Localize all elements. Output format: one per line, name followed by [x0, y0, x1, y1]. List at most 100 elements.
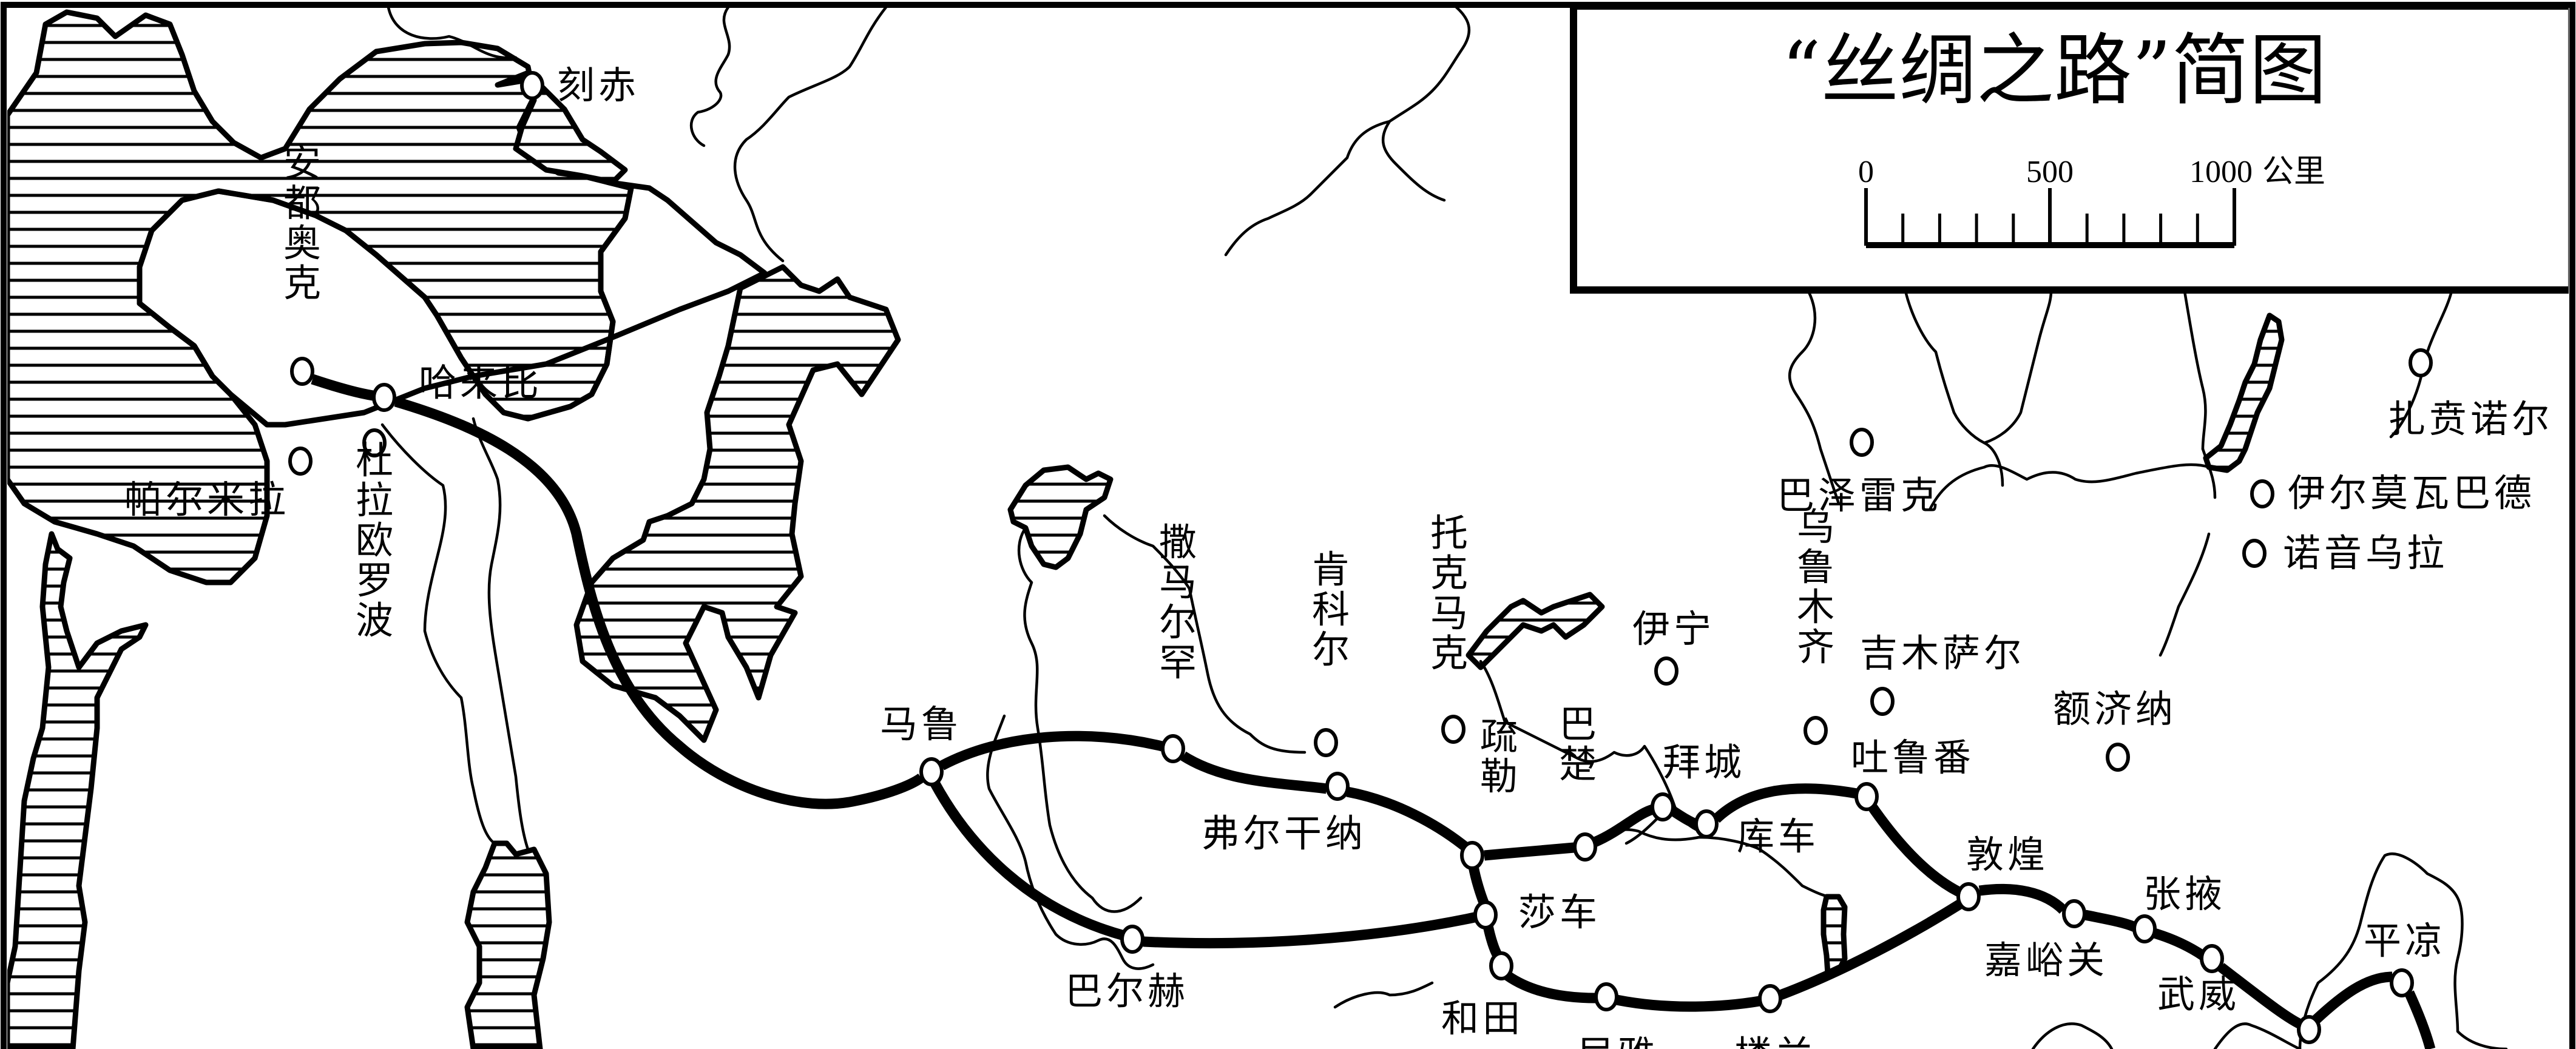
city-label-jimusaer: 吉木萨尔	[1860, 631, 2025, 675]
city-label-jiayuguan: 嘉峪关	[1984, 938, 2108, 982]
river-upper-amu	[1103, 514, 1307, 754]
river-tarim-2	[1624, 817, 1658, 845]
river-mongolia-3	[1983, 289, 2053, 445]
city-marker-zhangye	[2132, 914, 2157, 943]
river-selenga-2	[2201, 447, 2217, 499]
city-label-paermila: 帕尔米拉	[124, 477, 289, 522]
rivers	[380, 7, 2508, 1049]
city-marker-shule	[1460, 841, 1484, 870]
city-label-niya: 尼雅	[1576, 1033, 1658, 1049]
route-loulan-dunhuang	[1778, 899, 1963, 1000]
river-huang-he-2	[2213, 1022, 2302, 1049]
city-label-yiermowabade: 伊尔莫瓦巴德	[2288, 471, 2535, 515]
city-marker-shache	[1473, 900, 1498, 929]
river-selenga	[1928, 463, 2211, 511]
city-marker-wulumuqi	[1804, 716, 1828, 745]
city-label-zhabennuoer: 扎贲诺尔	[2388, 397, 2553, 441]
river-5	[1224, 120, 1391, 257]
city-marker-loulan	[1758, 984, 1782, 1013]
route-samarkand-fergana	[1180, 751, 1328, 794]
city-label-yining: 伊宁	[1632, 607, 1715, 651]
city-label-kuche: 库车	[1737, 814, 1819, 858]
scale-label-500: 500	[2026, 155, 2074, 189]
red-sea	[7, 531, 149, 1049]
city-label-zhangye: 张掖	[2143, 872, 2226, 916]
city-label-loulan: 楼兰	[1734, 1033, 1817, 1049]
aral-sea	[1007, 464, 1114, 570]
city-marker-bachu	[1573, 832, 1597, 862]
city-markers	[288, 71, 2433, 1044]
city-marker-yiermowabade	[2250, 479, 2274, 508]
route-merv-samarkand	[939, 730, 1163, 771]
route-merv-balkh	[930, 780, 1126, 941]
scale-label-1000: 1000	[2189, 155, 2253, 189]
city-label-bazeleike: 巴泽雷克	[1777, 473, 1942, 518]
city-marker-tulufan	[1854, 782, 1879, 811]
city-marker-jimusaer	[1870, 687, 1895, 716]
azov-sea	[495, 70, 628, 185]
city-marker-hetian	[1489, 951, 1513, 980]
river-2	[690, 7, 731, 147]
route-antioch-aleppo	[311, 374, 374, 401]
route-wuwei-changan	[2217, 963, 2305, 1030]
river-1	[387, 7, 518, 59]
scale-bar: 0 500 1000 公里	[1858, 153, 2325, 248]
city-label-malu: 马鲁	[880, 702, 962, 746]
route-changan-pingliang	[2311, 971, 2393, 1025]
city-marker-yining	[1654, 656, 1678, 686]
city-marker-dunhuang	[1956, 882, 1981, 911]
city-marker-wuwei	[2200, 944, 2224, 973]
city-label-dulaouluobo: 杜拉欧罗波	[356, 438, 393, 643]
city-marker-kenkeer	[1314, 728, 1338, 757]
map-title: “丝绸之路”简图	[1782, 25, 2327, 116]
city-marker-nuoyinwula	[2242, 539, 2267, 568]
scale-minor-ticks	[1901, 214, 2199, 246]
persian-gulf	[464, 840, 552, 1049]
city-marker-niya	[1594, 982, 1618, 1011]
city-label-anduaoke: 安都奥克	[283, 141, 321, 305]
city-label-wulumuqi: 乌鲁木齐	[1797, 505, 1834, 669]
route-jiayuguan-zhangye	[2084, 909, 2137, 932]
route-niya-loulan	[1615, 994, 1761, 1012]
route-turfan-dunhuang	[1867, 803, 1961, 897]
river-orkhon	[2158, 532, 2211, 657]
city-label-tulufan: 吐鲁番	[1851, 735, 1975, 780]
city-label-tuokemake: 托克马克	[1430, 511, 1468, 675]
river-mongolia-1	[1788, 289, 1841, 505]
city-marker-anduaoke	[290, 357, 314, 386]
lake-balkhash	[1465, 592, 1605, 670]
route-fergana-kashgar	[1346, 786, 1469, 851]
river-syr	[1017, 526, 1143, 913]
city-marker-bazeleike	[1850, 428, 1874, 457]
river-onon	[2183, 289, 2207, 451]
city-label-halaibi: 哈来比	[419, 360, 543, 405]
city-marker-changan	[2297, 1015, 2321, 1044]
city-marker-zhabennuoer	[2409, 348, 2433, 377]
city-label-shache: 莎车	[1518, 890, 1601, 934]
river-tigris	[380, 423, 496, 845]
city-label-feierganna: 弗尔干纳	[1202, 811, 1367, 855]
city-marker-tuokemake	[1441, 715, 1465, 744]
river-mongolia-2	[1904, 289, 2004, 487]
city-label-shule: 疏勒	[1480, 714, 1518, 798]
river-tarim	[1583, 828, 1841, 900]
water-bodies	[7, 9, 2285, 1049]
silk-road-routes	[311, 374, 2436, 1049]
city-marker-jiayuguan	[2062, 899, 2086, 928]
city-marker-baicheng	[1651, 792, 1675, 821]
city-marker-pingliang	[2390, 968, 2414, 997]
city-marker-feierganna	[1325, 772, 1350, 801]
lop-nur	[1820, 894, 1848, 977]
river-indus	[1333, 981, 1434, 1009]
route-kuche-turfan	[1712, 783, 1858, 823]
scale-unit: 公里	[2262, 153, 2325, 190]
river-huang-he	[2298, 852, 2508, 1049]
city-marker-keqi	[520, 71, 544, 100]
city-label-baerhe: 巴尔赫	[1065, 969, 1189, 1013]
anatolia	[137, 179, 768, 428]
city-marker-dulaouluobo	[362, 428, 387, 457]
city-labels: 刻赤安都奥克哈来比帕尔米拉杜拉欧罗波马鲁撒马尔罕肯科尔托克马克伊宁弗尔干纳疏勒巴…	[124, 63, 2553, 1049]
river-4	[1381, 7, 1471, 202]
